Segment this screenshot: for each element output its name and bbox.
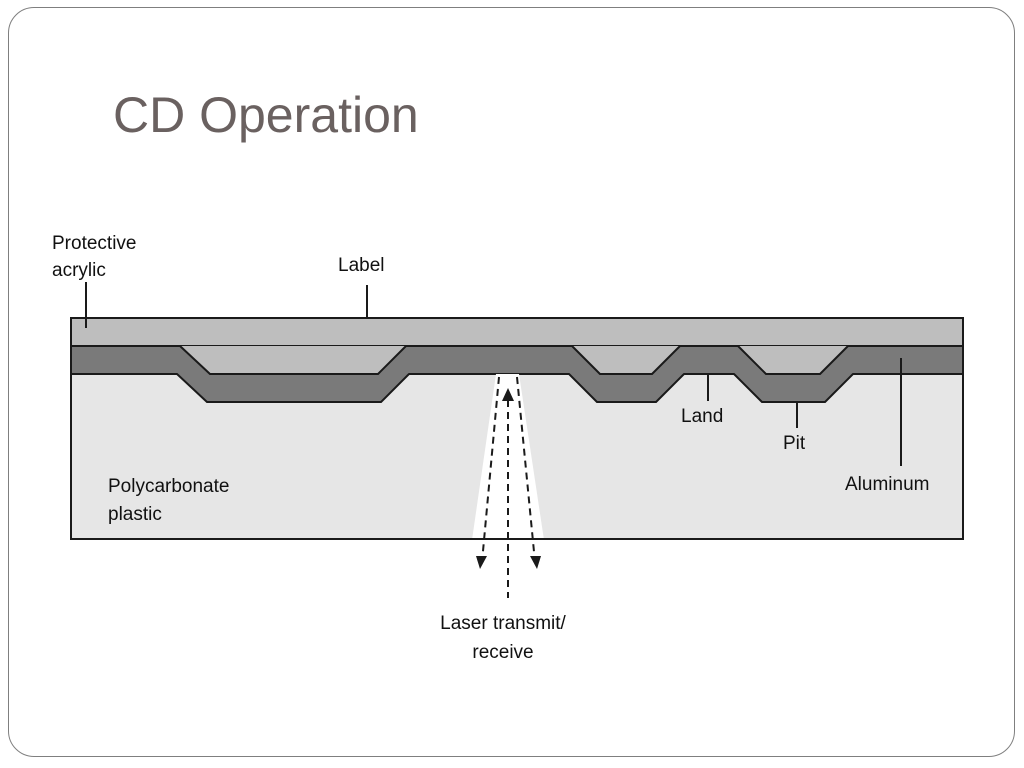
laser-label-line2: receive: [472, 642, 533, 663]
laser-beam-cone: [472, 374, 544, 540]
protective-acrylic-label-line1: Protective: [52, 233, 136, 254]
protective-acrylic-layer: [70, 317, 964, 347]
acrylic-pit-fill: [180, 346, 848, 374]
polycarbonate-label-line2: plastic: [108, 504, 162, 525]
laser-ray-right: [516, 376, 536, 563]
aluminum-label: Aluminum: [845, 474, 929, 495]
label-layer-label: Label: [338, 255, 385, 276]
polycarbonate-label-line1: Polycarbonate: [108, 476, 229, 497]
laser-label-line1: Laser transmit/: [440, 613, 566, 634]
land-label: Land: [681, 406, 723, 427]
laser-arrowhead-down-left: [476, 556, 487, 569]
laser-ray-left: [481, 376, 500, 563]
slide-title: CD Operation: [113, 87, 419, 143]
laser-arrowhead-down-right: [530, 556, 541, 569]
pit-label: Pit: [783, 433, 806, 454]
laser-arrowhead-up: [502, 388, 514, 401]
protective-acrylic-label-line2: acrylic: [52, 260, 106, 281]
